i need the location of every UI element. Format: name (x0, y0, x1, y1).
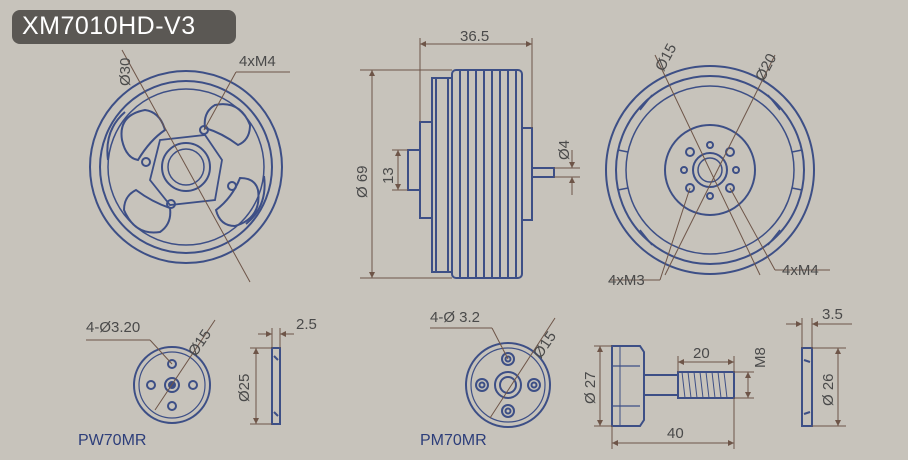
pm-holes-label: 4-Ø 3.2 (430, 309, 481, 326)
motor-side-view (407, 69, 555, 279)
motor-back-small-holes-label: 4xM3 (608, 272, 645, 289)
bolt-thread-length-label: 20 (693, 345, 710, 362)
pm-front-dims (430, 317, 556, 419)
motor-front-holes-label: 4xM4 (239, 53, 276, 70)
bolt-total-length-label: 40 (667, 425, 684, 442)
washer-dims (786, 318, 852, 427)
pw-front-dims (86, 319, 216, 411)
pw-side-dims (250, 328, 294, 425)
motor-back-dims (610, 54, 830, 281)
pw-thickness-label: 2.5 (296, 316, 317, 333)
motor-back-large-holes-label: 4xM4 (782, 262, 819, 279)
motor-shaft-label: Ø4 (556, 139, 573, 160)
pw-holes-label: 4-Ø3.20 (86, 319, 141, 336)
bolt-head-diameter-label: Ø 27 (582, 371, 599, 404)
motor-side-dims (360, 38, 580, 279)
bolt-side-view (611, 345, 735, 427)
pw-diameter-label: Ø25 (236, 373, 253, 402)
pw-side-view (271, 347, 281, 425)
washer-diameter-label: Ø 26 (820, 373, 837, 406)
pw-name-label: PW70MR (78, 432, 147, 449)
motor-width-label: 36.5 (460, 28, 490, 45)
bolt-dims (594, 345, 754, 449)
motor-front-dims (121, 49, 290, 283)
motor-front-view (89, 70, 283, 264)
motor-hub-label: 13 (380, 167, 397, 184)
washer-thickness-label: 3.5 (822, 306, 843, 323)
bolt-thread-label: M8 (752, 347, 769, 368)
pm-name-label: PM70MR (420, 432, 487, 449)
model-title: XM7010HD-V3 (22, 12, 196, 40)
title-badge (12, 10, 236, 44)
pw-front-view (133, 346, 211, 424)
motor-front-diameter-label: Ø30 (117, 57, 134, 86)
motor-back-view (605, 65, 815, 275)
pm-front-view (465, 342, 551, 428)
washer-side-view (801, 347, 813, 427)
